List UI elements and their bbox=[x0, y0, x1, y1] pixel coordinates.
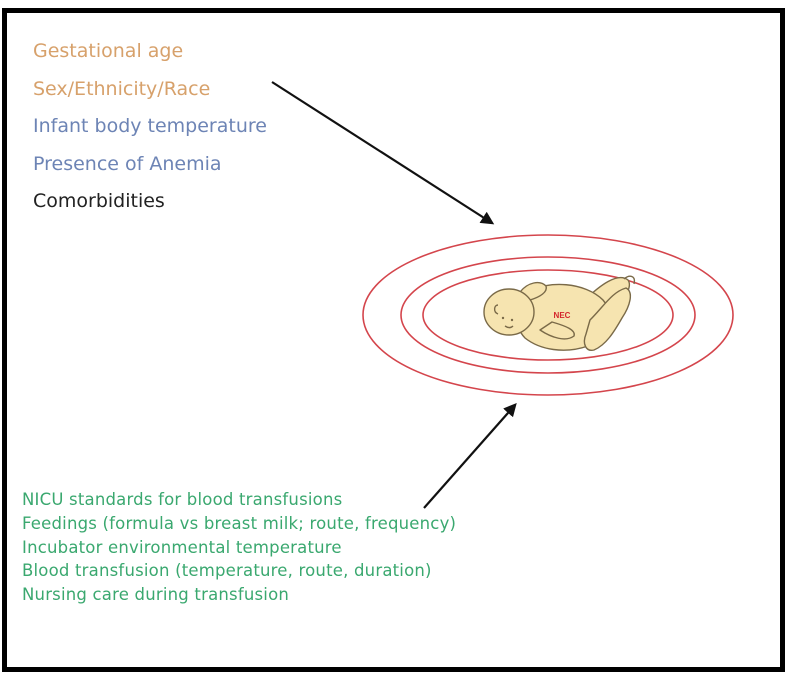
arrow-individual-to-center bbox=[272, 82, 492, 223]
center-label: NEC bbox=[554, 311, 571, 320]
arrow-environmental-to-center bbox=[424, 405, 515, 508]
